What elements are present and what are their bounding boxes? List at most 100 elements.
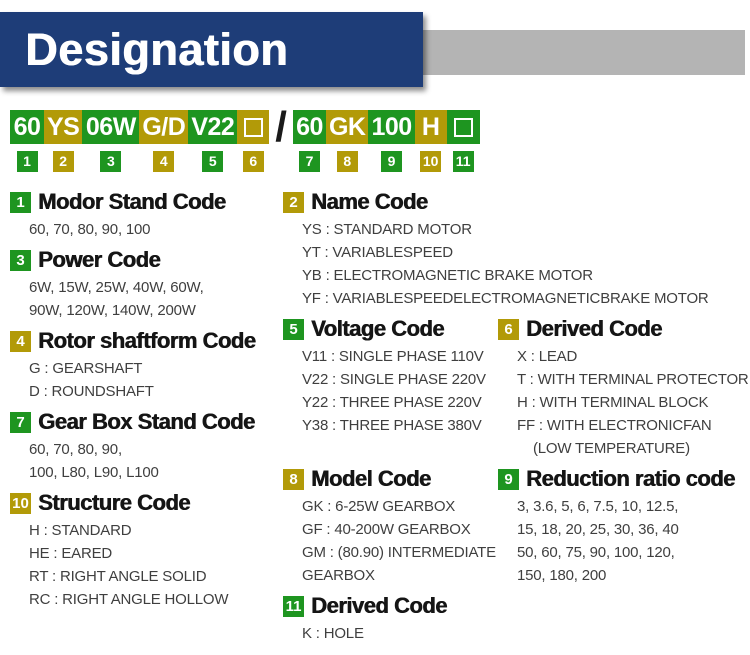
- segment-number-badge: 4: [153, 151, 175, 172]
- code-definition: 90W, 120W, 140W, 200W: [29, 302, 196, 319]
- header-banner-area: Designation: [0, 0, 750, 100]
- section-number-badge: 10: [10, 492, 31, 514]
- page-title: Designation: [25, 23, 289, 75]
- code-definition: V11 : SINGLE PHASE 110V: [302, 348, 484, 365]
- code-definition: Y38 : THREE PHASE 380V: [302, 417, 482, 434]
- code-definition: K : HOLE: [302, 625, 364, 642]
- section-title: Name Code: [311, 189, 428, 214]
- segment-number-badge: 9: [381, 151, 403, 172]
- section-number-badge: 7: [10, 411, 31, 433]
- section-number-badge: 3: [10, 249, 31, 271]
- code-segment: H 10: [414, 110, 447, 172]
- segment-label: H: [414, 110, 447, 144]
- section-number-badge: 9: [498, 468, 519, 490]
- segment-number-badge: 7: [298, 151, 320, 172]
- empty-box-icon: [243, 117, 263, 137]
- section-items: 3, 3.6, 5, 6, 7.5, 10, 12.5, 15, 18, 20,…: [498, 495, 735, 587]
- segment-label: 100: [368, 110, 415, 144]
- empty-box-icon: [453, 117, 473, 137]
- section-title: Reduction ratio code: [526, 466, 735, 491]
- segment-number-badge: 5: [202, 151, 224, 172]
- section-reduction-ratio-code: 9 Reduction ratio code 3, 3.6, 5, 6, 7.5, …: [498, 466, 735, 587]
- section-items: G : GEARSHAFT D : ROUNDSHAFT: [10, 357, 283, 403]
- title-banner: Designation: [0, 12, 423, 87]
- section-power-code: 3 Power Code 6W, 15W, 25W, 40W, 60W, 90W, …: [10, 247, 283, 322]
- code-definition: 100, L80, L90, L100: [29, 464, 159, 481]
- section-derived-code-11: 11 Derived Code K : HOLE: [283, 593, 750, 645]
- segment-number-badge: 10: [419, 151, 442, 172]
- code-definition: GM : (80.90) INTERMEDIATE: [302, 544, 496, 561]
- code-definition: T : WITH TERMINAL PROTECTOR: [517, 371, 749, 388]
- segment-label: 60: [292, 110, 326, 144]
- code-definition: 60, 70, 80, 90,: [29, 441, 122, 458]
- code-definition: D : ROUNDSHAFT: [29, 383, 154, 400]
- code-definition: 6W, 15W, 25W, 40W, 60W,: [29, 279, 204, 296]
- section-title: Modor Stand Code: [38, 189, 226, 214]
- segment-label: V22: [188, 110, 238, 144]
- segment-label: G/D: [139, 110, 189, 144]
- code-definition: HE : EARED: [29, 545, 113, 562]
- code-definition: 150, 180, 200: [517, 567, 607, 584]
- section-items: K : HOLE: [283, 622, 750, 645]
- empty-box-slot: [446, 110, 480, 144]
- section-title: Voltage Code: [311, 316, 444, 341]
- section-title: Power Code: [38, 247, 161, 272]
- section-title: Derived Code: [526, 316, 662, 341]
- section-items: YS : STANDARD MOTOR YT : VARIABLESPEED YB …: [283, 218, 750, 310]
- code-definition: FF : WITH ELECTRONICFAN: [517, 417, 712, 434]
- section-number-badge: 11: [283, 595, 304, 617]
- code-definition: G : GEARSHAFT: [29, 360, 143, 377]
- section-heading: 9 Reduction ratio code: [498, 466, 735, 492]
- segment-number-badge: 8: [336, 151, 358, 172]
- section-number-badge: 5: [283, 318, 304, 340]
- code-definition: 60, 70, 80, 90, 100: [29, 221, 151, 238]
- code-definition: YT : VARIABLESPEED: [302, 244, 453, 261]
- code-definition: H : STANDARD: [29, 522, 132, 539]
- section-number-badge: 6: [498, 318, 519, 340]
- code-definition: YS : STANDARD MOTOR: [302, 221, 472, 238]
- slash-separator: /: [275, 103, 287, 150]
- segment-number-badge: 1: [16, 151, 38, 172]
- section-heading: 8 Model Code: [283, 466, 498, 492]
- segment-number-badge: 3: [100, 151, 122, 172]
- code-definition: YB : ELECTROMAGNETIC BRAKE MOTOR: [302, 267, 593, 284]
- section-items: 6W, 15W, 25W, 40W, 60W, 90W, 120W, 140W,…: [10, 276, 283, 322]
- section-number-badge: 8: [283, 468, 304, 490]
- section-heading: 5 Voltage Code: [283, 316, 498, 342]
- section-heading: 6 Derived Code: [498, 316, 749, 342]
- section-items: 60, 70, 80, 90, 100: [10, 218, 283, 241]
- section-title: Structure Code: [38, 490, 190, 515]
- code-definition: GF : 40-200W GEARBOX: [302, 521, 471, 538]
- section-title: Derived Code: [311, 593, 447, 618]
- code-definition: GEARBOX: [302, 567, 375, 584]
- section-title: Model Code: [311, 466, 431, 491]
- empty-box-slot: [237, 110, 270, 144]
- code-definition: Y22 : THREE PHASE 220V: [302, 394, 482, 411]
- section-heading: 11 Derived Code: [283, 593, 750, 619]
- code-definition: 15, 18, 20, 25, 30, 36, 40: [517, 521, 679, 538]
